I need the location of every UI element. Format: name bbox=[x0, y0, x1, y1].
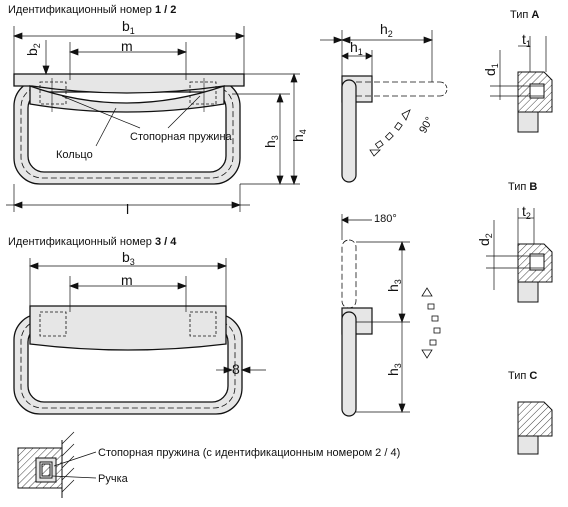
dim-m-bottom: m bbox=[121, 272, 133, 288]
angle-180: 180° bbox=[374, 213, 397, 225]
label-spring-note: Стопорная пружина (с идентификационным н… bbox=[98, 447, 400, 459]
dim-h2: h2 bbox=[380, 21, 393, 39]
angle-90: 90° bbox=[417, 115, 436, 135]
dim-m-top: m bbox=[121, 38, 133, 54]
heading-id-3-4: Идентификационный номер 3 / 4 bbox=[8, 236, 177, 248]
front-view-id-3-4 bbox=[13, 305, 243, 415]
dim-h3-upper: h3 bbox=[385, 279, 403, 292]
dim-l: l bbox=[126, 201, 129, 217]
front-view-id-1-2 bbox=[13, 73, 245, 185]
type-c-section bbox=[517, 401, 553, 455]
label-leaders bbox=[61, 95, 201, 147]
rotation-arrow-90 bbox=[369, 109, 411, 157]
label-handle: Ручка bbox=[98, 473, 129, 485]
label-spring-top: Стопорная пружина bbox=[130, 131, 233, 143]
side-view-top bbox=[341, 75, 448, 183]
rotation-arrow-180 bbox=[421, 287, 441, 359]
dim-h3-top: h3 bbox=[262, 135, 280, 148]
type-a-label: Тип A bbox=[510, 9, 539, 21]
type-b-section bbox=[486, 208, 553, 303]
dim-t2: t2 bbox=[522, 203, 531, 221]
side-dimensions-top bbox=[320, 30, 433, 82]
front-dimensions-bottom bbox=[29, 258, 266, 374]
dim-b3: b3 bbox=[122, 249, 135, 267]
dim-h4: h4 bbox=[290, 129, 308, 142]
dim-d2: d2 bbox=[476, 233, 494, 246]
type-c-label: Тип C bbox=[508, 370, 537, 382]
side-dimensions-bottom bbox=[341, 214, 410, 413]
dim-b1: b1 bbox=[122, 18, 135, 36]
dim-h3-lower: h3 bbox=[385, 363, 403, 376]
dim-h1: h1 bbox=[350, 39, 363, 57]
dim-d1: d1 bbox=[482, 63, 500, 76]
label-ring: Кольцо bbox=[56, 149, 93, 161]
heading-id-1-2: Идентификационный номер 1 / 2 bbox=[8, 4, 176, 16]
type-b-label: Тип B bbox=[508, 181, 537, 193]
side-view-bottom bbox=[341, 239, 373, 417]
type-a-section bbox=[490, 36, 553, 133]
dim-b2: b2 bbox=[24, 43, 42, 56]
spring-detail-section bbox=[17, 431, 97, 498]
dim-8: 8 bbox=[232, 361, 240, 377]
front-dimensions-top bbox=[6, 26, 300, 212]
dim-t1: t1 bbox=[522, 31, 531, 49]
